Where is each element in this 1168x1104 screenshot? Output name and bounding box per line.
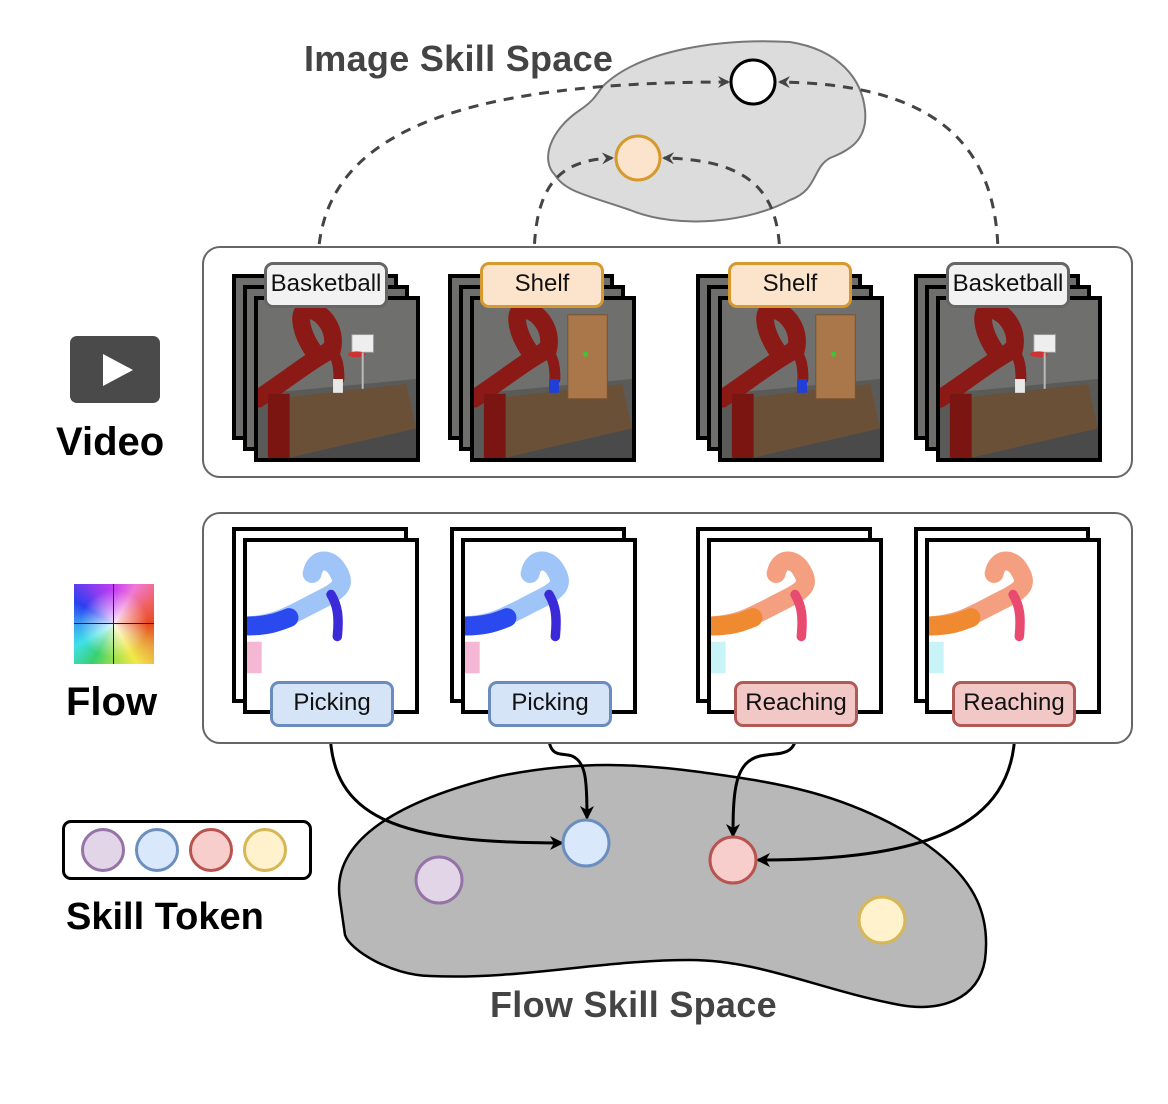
task-tag: Shelf xyxy=(728,262,852,308)
arrow-reaching-2 xyxy=(756,727,1017,867)
skill-token-label: Skill Token xyxy=(66,896,264,938)
skill-tag: Picking xyxy=(270,681,394,727)
task-tag: Basketball xyxy=(264,262,388,308)
dashed-arrow-basketball-1 xyxy=(316,76,730,263)
dashed-arrow-basketball-2 xyxy=(778,76,1000,263)
task-tag: Basketball xyxy=(946,262,1070,308)
image-skill-node-shelf xyxy=(614,134,662,182)
skill-token-yellow xyxy=(243,828,287,872)
flow-skill-space-region xyxy=(337,763,988,1009)
video-row-label: Video xyxy=(56,420,165,464)
video-frame xyxy=(936,296,1102,462)
flow-skill-node-blue xyxy=(561,818,611,868)
skill-token-purple xyxy=(81,828,125,872)
flow-row-label: Flow xyxy=(66,680,158,724)
video-frame xyxy=(718,296,884,462)
video-frame xyxy=(470,296,636,462)
color-wheel-icon xyxy=(74,584,154,664)
skill-tag: Reaching xyxy=(952,681,1076,727)
flow-skill-space-title: Flow Skill Space xyxy=(490,984,777,1025)
video-frame xyxy=(254,296,420,462)
skill-tag: Picking xyxy=(488,681,612,727)
flow-skill-node-yellow xyxy=(857,895,907,945)
flow-skill-node-red xyxy=(708,835,758,885)
image-skill-space-title: Image Skill Space xyxy=(304,38,614,79)
play-icon xyxy=(70,336,160,403)
skill-token-blue xyxy=(135,828,179,872)
image-skill-node-basketball xyxy=(729,58,777,106)
flow-skill-node-purple xyxy=(414,855,464,905)
dashed-arrow-shelf-1 xyxy=(532,152,614,263)
arrow-picking-1 xyxy=(328,727,564,850)
arrow-picking-2 xyxy=(546,727,594,820)
skill-tag: Reaching xyxy=(734,681,858,727)
dashed-arrow-shelf-2 xyxy=(662,152,782,263)
arrow-reaching-1 xyxy=(726,727,799,838)
skill-token-red xyxy=(189,828,233,872)
task-tag: Shelf xyxy=(480,262,604,308)
skill-token-box xyxy=(62,820,312,880)
